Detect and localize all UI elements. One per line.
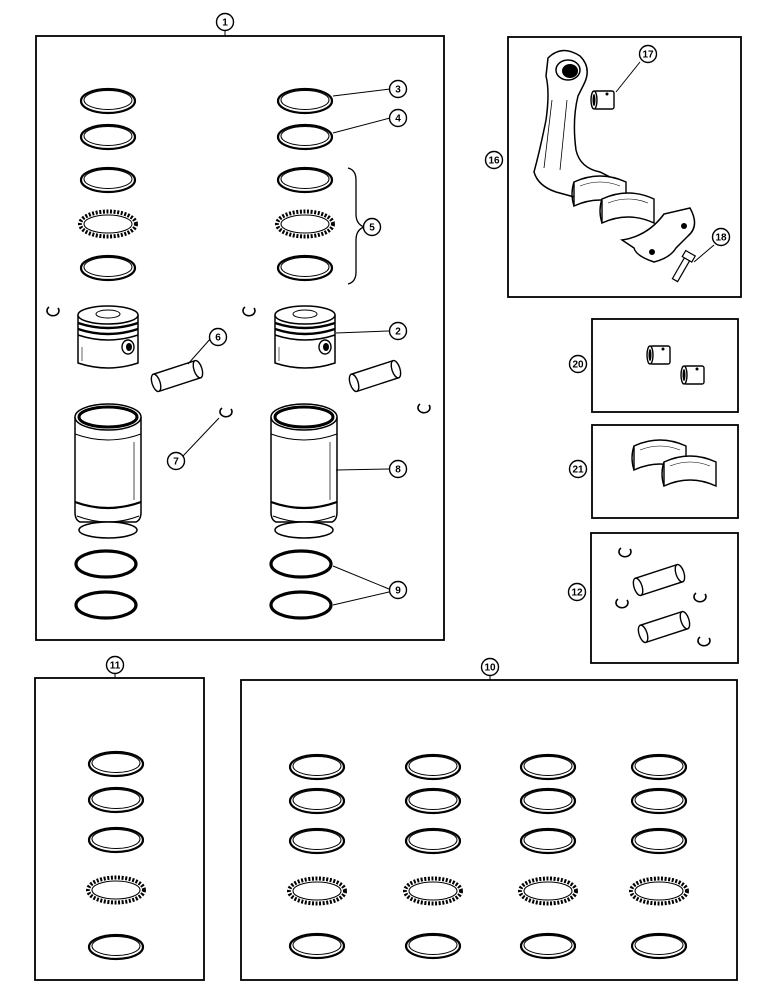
svg-text:16: 16 [488, 156, 500, 167]
bearing-pair [631, 439, 717, 487]
ring-set-column-4 [629, 753, 689, 960]
right-wrist-pin [346, 358, 404, 394]
left-wrist-pin [148, 358, 206, 394]
panel-connecting-rod [507, 36, 742, 298]
panel-piston-kit [35, 35, 445, 641]
callout-12: 12 [567, 582, 587, 602]
left-cylinder-sleeve [73, 402, 143, 540]
left-piston [76, 304, 140, 370]
callout-21: 21 [568, 459, 588, 479]
ring-set-column-3 [518, 753, 578, 960]
snap-ring [219, 407, 233, 418]
pin-kit-parts [615, 547, 711, 647]
connecting-rod [533, 49, 696, 263]
rod-bolt [671, 249, 697, 283]
panel-bushings [591, 318, 739, 413]
right-ring-stack [275, 87, 335, 282]
snap-ring [417, 403, 431, 414]
callout-18: 18 [711, 227, 731, 247]
callout-10: 10 [480, 657, 500, 677]
snap-ring [242, 306, 256, 317]
svg-text:10: 10 [484, 663, 496, 674]
svg-text:21: 21 [572, 465, 584, 476]
svg-text:5: 5 [369, 223, 375, 234]
svg-text:11: 11 [110, 661, 121, 672]
right-seal-rings [269, 549, 333, 620]
callout-9: 9 [388, 580, 408, 600]
callout-2: 2 [388, 321, 408, 341]
leader-lines [615, 61, 715, 263]
panel-ring-set-single [34, 677, 205, 981]
svg-text:2: 2 [395, 327, 401, 338]
svg-text:3: 3 [395, 85, 401, 96]
panel-pin-kit [590, 532, 739, 664]
svg-text:18: 18 [715, 233, 727, 244]
ring-set-column-2 [403, 753, 463, 960]
bushing-pair [646, 345, 705, 385]
callout-6: 6 [208, 327, 228, 347]
right-cylinder-sleeve [269, 402, 339, 540]
callout-17: 17 [638, 44, 658, 64]
callout-1: 1 [215, 12, 235, 32]
callout-7: 7 [166, 451, 186, 471]
callout-5: 5 [362, 217, 382, 237]
callout-16: 16 [484, 150, 504, 170]
svg-text:9: 9 [395, 586, 401, 597]
leader-lines [182, 30, 391, 606]
ring-group-brace [347, 167, 366, 285]
ring-set-single [86, 750, 146, 961]
rod-bushing [590, 90, 615, 110]
callout-20: 20 [568, 354, 588, 374]
svg-text:20: 20 [572, 360, 584, 371]
svg-text:8: 8 [395, 465, 401, 476]
panel-ring-set-multi [240, 679, 738, 981]
rod-bearing-shells [571, 175, 655, 224]
callout-4: 4 [388, 108, 408, 128]
callout-3: 3 [388, 79, 408, 99]
left-ring-stack [78, 87, 138, 282]
svg-text:17: 17 [642, 50, 654, 61]
panel-bearings [591, 424, 739, 519]
snap-ring [46, 306, 60, 317]
svg-text:4: 4 [395, 114, 401, 125]
ring-set-column-1 [287, 753, 347, 960]
callout-11: 11 [105, 655, 125, 675]
right-piston [273, 304, 337, 370]
callout-8: 8 [388, 459, 408, 479]
svg-text:12: 12 [571, 588, 583, 599]
svg-text:6: 6 [215, 333, 221, 344]
left-seal-rings [74, 549, 138, 620]
svg-text:1: 1 [222, 18, 228, 29]
svg-text:7: 7 [173, 457, 179, 468]
